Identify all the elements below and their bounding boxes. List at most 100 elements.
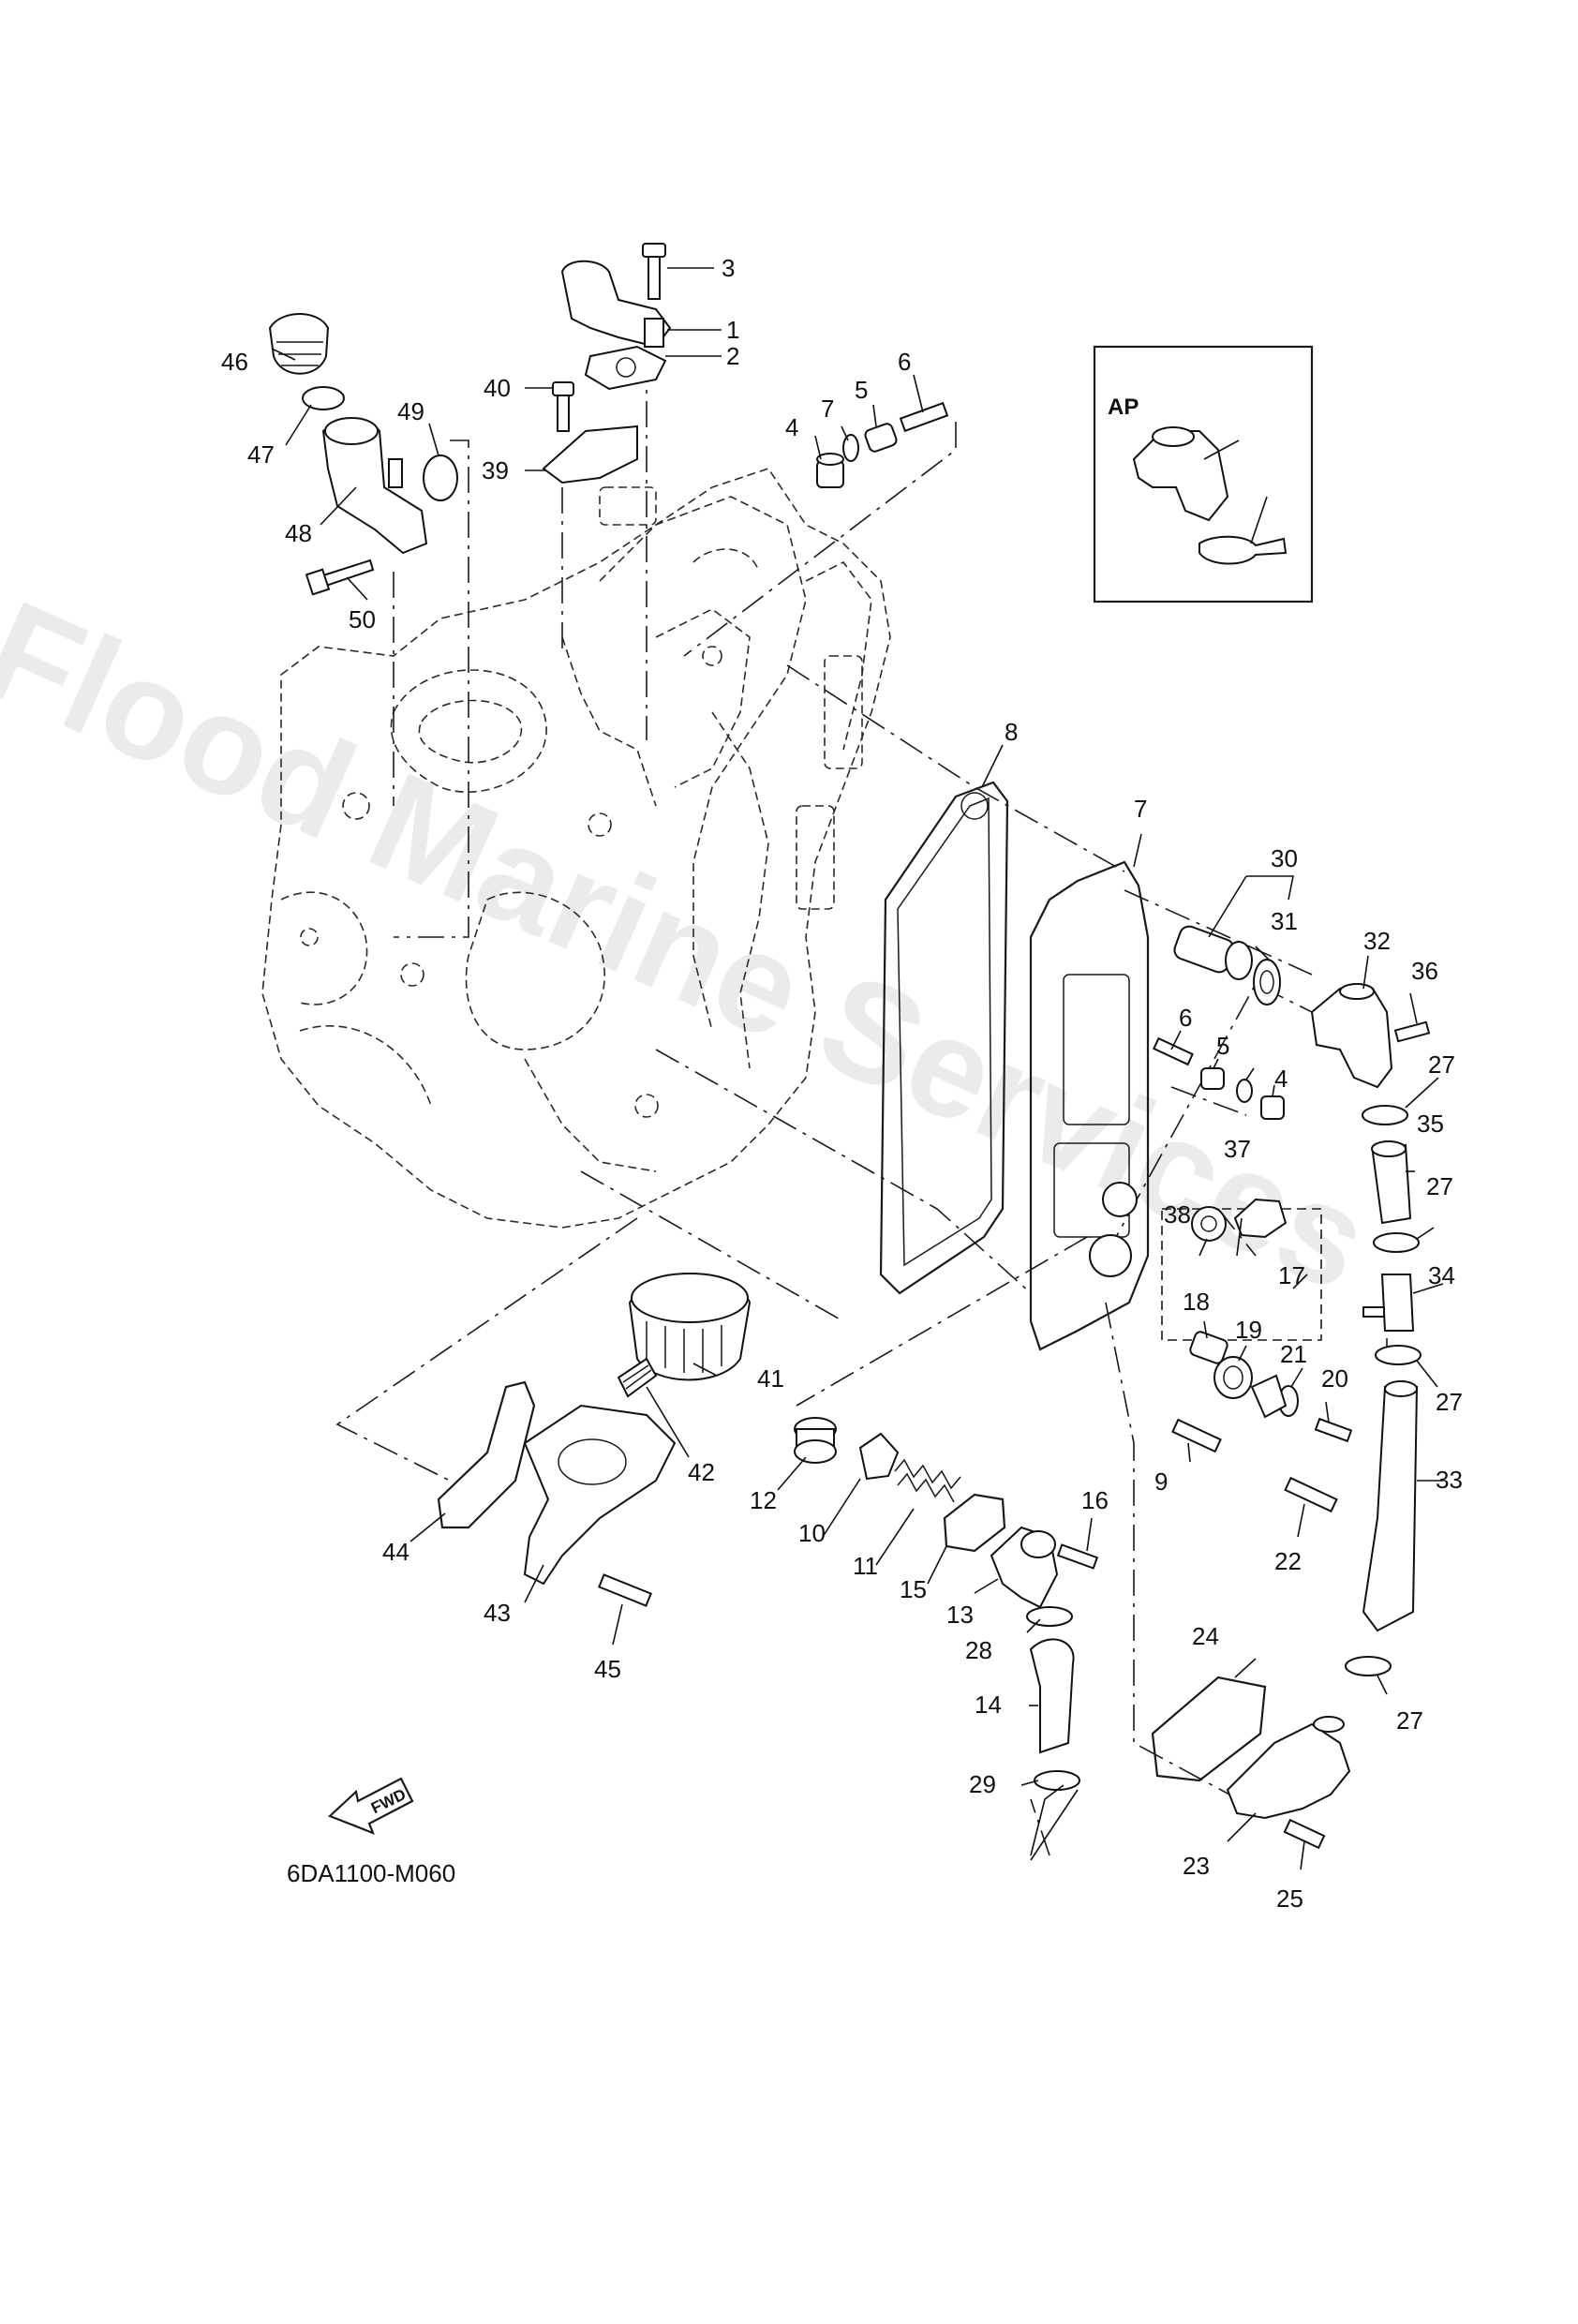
label-part-21: 20 <box>1321 1364 1348 1393</box>
label-part-45: 47 <box>247 440 275 469</box>
label-part-36: 38 <box>1164 1200 1191 1229</box>
label-part-8: 7 <box>1134 795 1147 823</box>
diagram-code: 6DA1100-M060 <box>287 1859 455 1887</box>
label-part-46: 48 <box>285 519 312 547</box>
label-part-16: 15 <box>900 1575 927 1603</box>
label-part-10: 9 <box>1154 1467 1168 1496</box>
part-27-clamp-d <box>1345 1656 1392 1676</box>
part-16-gasket <box>943 1493 1006 1553</box>
part-45-o-ring <box>302 386 345 410</box>
part-6-bolt-upper <box>899 401 949 433</box>
label-part-29: 31 <box>1271 907 1298 935</box>
label-part-11: 10 <box>798 1519 826 1547</box>
part-42-gasket <box>437 1380 536 1529</box>
part-number-labels: 3 1 2 40 39 4 7 5 6 46 47 48 49 50 8 7 3… <box>221 254 1463 1913</box>
label-part-4-upper: 4 <box>785 413 798 441</box>
part-41-filter-bracket <box>523 1404 677 1586</box>
label-part-15: 14 <box>975 1691 1002 1719</box>
label-part-34: 36 <box>1411 957 1438 985</box>
label-part-22: 21 <box>1280 1340 1307 1368</box>
label-part-27-a: 27 <box>1428 1050 1455 1079</box>
label-part-48: 50 <box>349 605 376 633</box>
part-17-bolt <box>1056 1543 1099 1570</box>
label-part-13: 12 <box>750 1486 777 1514</box>
label-part-35: 37 <box>1224 1135 1251 1163</box>
part-36-washer <box>1191 1206 1227 1242</box>
part-35-plug <box>1233 1198 1288 1239</box>
label-part-42: 44 <box>382 1538 409 1566</box>
part-20-spring <box>1213 1356 1253 1399</box>
part-12-spring <box>894 1458 961 1503</box>
label-part-3: 3 <box>722 254 735 282</box>
label-part-6-upper: 6 <box>898 348 911 376</box>
label-part-18: 17 <box>1278 1261 1305 1289</box>
part-44-cap <box>268 313 330 375</box>
part-30-thermostat-cover <box>1310 983 1393 1089</box>
label-part-39: 41 <box>757 1364 784 1393</box>
part-8-exhaust-cover <box>1029 860 1150 1351</box>
part-13-plug <box>794 1417 837 1464</box>
part-19-valve <box>1189 1331 1228 1364</box>
part-40-stud <box>617 1357 658 1398</box>
label-part-14: 13 <box>946 1601 974 1629</box>
label-part-6-lower: 6 <box>1179 1004 1192 1032</box>
part-9-gasket <box>879 781 1009 1295</box>
label-part-23: 22 <box>1274 1547 1302 1575</box>
label-part-26: 25 <box>1276 1885 1303 1913</box>
part-27-clamp-f <box>1034 1770 1080 1791</box>
part-18-valve-body <box>1250 1374 1288 1419</box>
part-33-hose <box>1371 1140 1412 1225</box>
part-46-filler-neck <box>321 417 428 555</box>
part-38-bolt <box>552 381 574 432</box>
part-2-gasket <box>584 345 667 391</box>
label-part-4-lower: 4 <box>1274 1065 1288 1093</box>
label-part-38: 40 <box>484 374 511 402</box>
cylinder-block <box>261 468 891 1229</box>
part-5-collar-upper <box>864 423 898 453</box>
part-28-thermostat <box>1173 925 1253 980</box>
part-7-o-ring-upper <box>842 434 859 462</box>
part-47-o-ring <box>423 454 458 501</box>
label-part-31: 33 <box>1436 1466 1463 1494</box>
part-3-bolt <box>642 243 666 300</box>
part-27-clamp-c <box>1375 1345 1422 1365</box>
part-27-clamp-b <box>1373 1232 1420 1253</box>
label-part-20: 19 <box>1235 1316 1262 1344</box>
ap-box-label: AP <box>1108 395 1139 420</box>
leader-lines <box>271 267 1444 1870</box>
part-29-gasket <box>1253 959 1281 1006</box>
part-4-plug-upper <box>816 453 844 488</box>
part-39-oil-filter <box>628 1273 752 1381</box>
part-10-bolt <box>1171 1418 1222 1453</box>
part-37-bracket <box>542 425 638 484</box>
label-part-5-lower: 5 <box>1216 1032 1229 1060</box>
label-part-7-upper: 7 <box>821 395 834 423</box>
label-part-27-e: 28 <box>965 1636 992 1664</box>
part-4-plug-lower <box>1260 1095 1285 1120</box>
label-part-32: 34 <box>1428 1261 1455 1289</box>
label-part-27-c: 27 <box>1436 1388 1463 1416</box>
label-part-27-d: 27 <box>1396 1706 1423 1735</box>
part-15-hose <box>1029 1638 1075 1754</box>
label-part-12: 11 <box>853 1552 878 1580</box>
part-14-housing <box>990 1526 1059 1609</box>
part-21-bolt <box>1314 1417 1353 1443</box>
part-7-o-ring-lower <box>1236 1079 1253 1103</box>
label-part-30: 32 <box>1363 927 1391 955</box>
label-part-19: 18 <box>1183 1288 1210 1316</box>
part-11-valve <box>858 1432 900 1481</box>
label-part-40: 42 <box>688 1458 715 1486</box>
part-23-bolt <box>1284 1476 1338 1513</box>
part-27-clamp-e <box>1026 1606 1073 1627</box>
label-part-5-upper: 5 <box>855 376 868 404</box>
part-25-gasket <box>1151 1676 1267 1782</box>
part-1-sensor <box>560 260 672 349</box>
part-26-bolt <box>1283 1818 1326 1850</box>
label-part-1: 1 <box>726 316 739 344</box>
label-part-43: 45 <box>594 1655 621 1683</box>
label-part-47: 49 <box>397 397 424 425</box>
part-6-bolt-lower <box>1153 1036 1194 1066</box>
label-part-17: 16 <box>1081 1486 1109 1514</box>
label-part-24: 23 <box>1183 1852 1210 1880</box>
